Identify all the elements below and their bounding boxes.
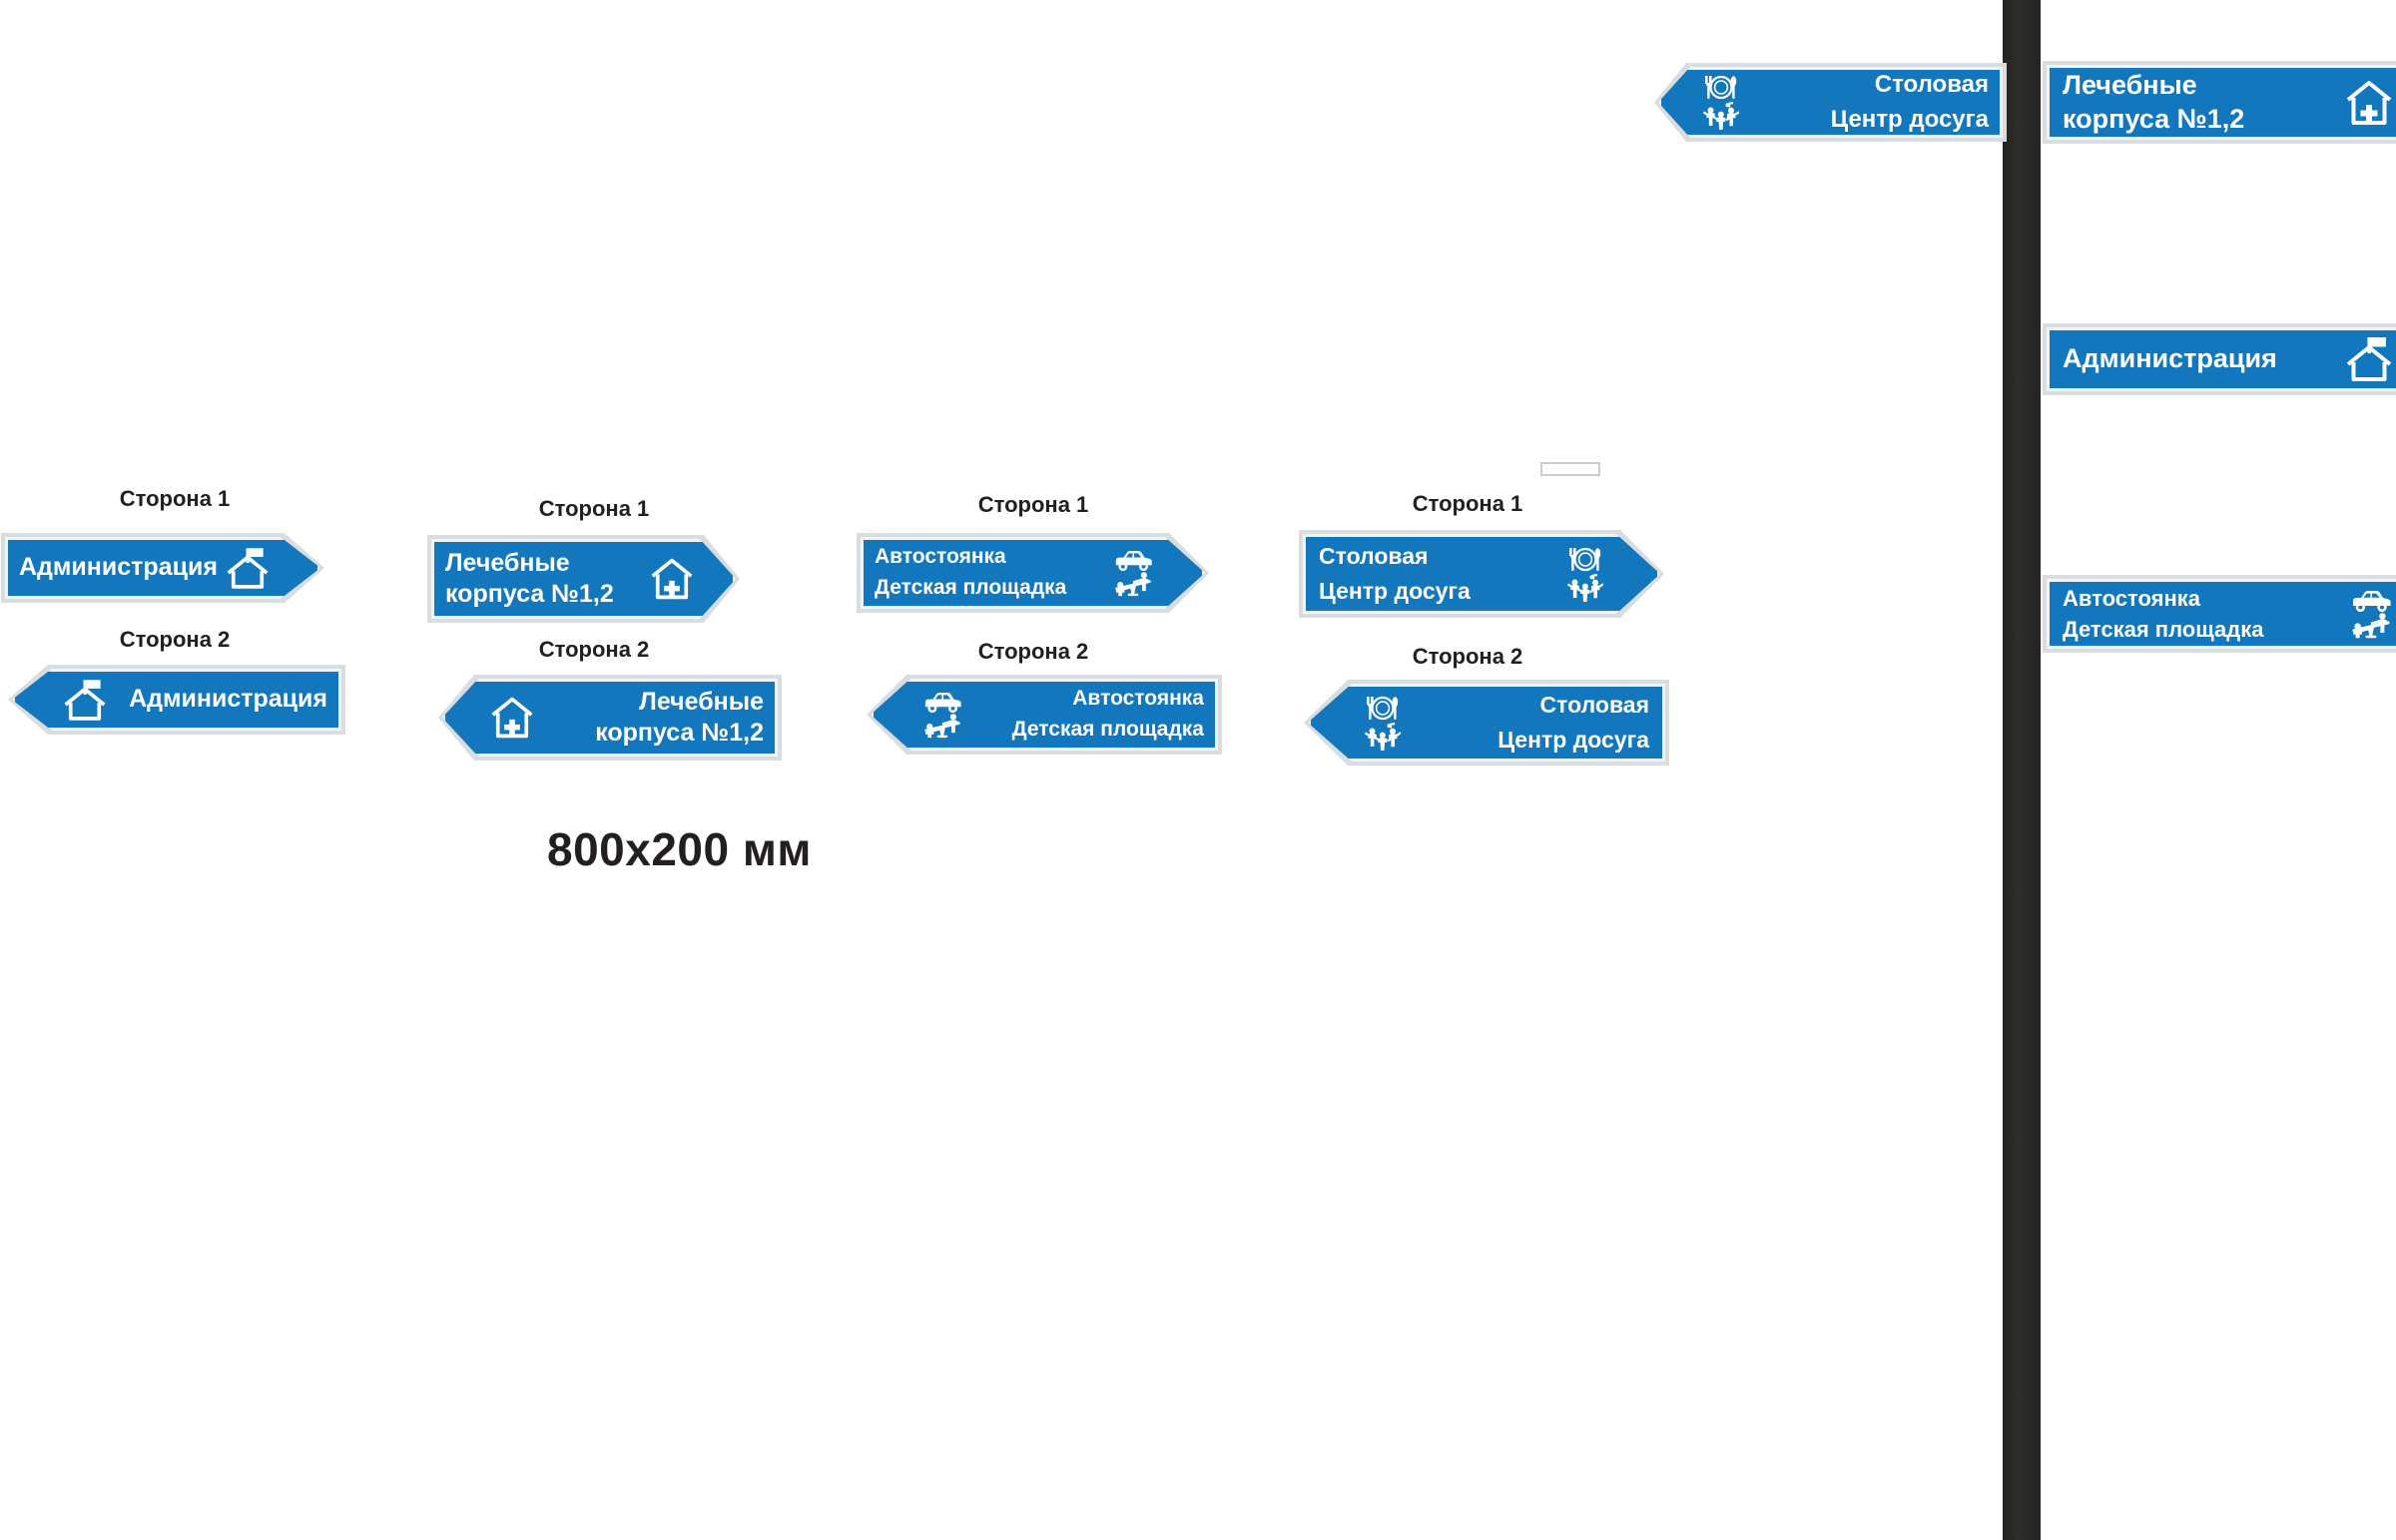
- house-with-flag-icon: [225, 546, 271, 591]
- sign-label-group: Столовая Центр досуга: [1319, 543, 1562, 605]
- car-icon: [1112, 549, 1154, 572]
- caption-side1-medical: Сторона 1: [538, 496, 650, 521]
- group-canteen-side2-sign[interactable]: Столовая Центр досуга: [1304, 680, 1669, 766]
- seesaw-playground-icon: [921, 714, 963, 739]
- sign-line: Администрация: [129, 685, 327, 714]
- sign-icon-group: [1562, 547, 1608, 602]
- dancing-people-music-icon: [1703, 102, 1739, 130]
- group-parking-side1-sign[interactable]: Автостоянка Детская площадка: [861, 537, 1205, 609]
- sign-plate: [442, 679, 778, 757]
- sign-label-group: Администрация: [2063, 343, 2342, 375]
- sign-line: Администрация: [2063, 343, 2277, 374]
- dimension-note: 800x200 мм: [547, 823, 812, 875]
- sign-icon-group: [2346, 589, 2396, 639]
- sign-line: корпуса №1,2: [595, 719, 764, 747]
- dancing-people-music-icon: [1365, 722, 1401, 751]
- sign-icon-group: [488, 695, 536, 741]
- pole-sign-canteen[interactable]: Столовая Центр досуга: [1654, 63, 2007, 142]
- sign-plate: [2047, 327, 2396, 391]
- sign-icon-group: [223, 546, 273, 591]
- group-medical-side1-sign[interactable]: Лечебные корпуса №1,2: [431, 539, 736, 619]
- sign-plate: [12, 669, 341, 731]
- fork-plate-spoon-icon: [1704, 75, 1738, 101]
- sign-line: Автостоянка: [1072, 687, 1204, 711]
- caption-side2-parking: Сторона 2: [977, 639, 1089, 664]
- sign-line: Автостоянка: [2063, 585, 2200, 611]
- caption-side2-medical: Сторона 2: [538, 637, 650, 662]
- house-with-cross-icon: [2344, 79, 2394, 127]
- sign-icon-group: [2342, 335, 2396, 383]
- seesaw-playground-icon: [1112, 572, 1154, 597]
- sign-line: Автостоянка: [875, 545, 1006, 569]
- sign-icon-group: [1698, 75, 1744, 130]
- pole-sign-medical[interactable]: Лечебные корпуса №1,2: [2047, 65, 2396, 140]
- sign-line: Центр досуга: [1830, 105, 1989, 133]
- sign-label-group: Лечебные корпуса №1,2: [445, 549, 648, 610]
- sign-plate: [5, 537, 320, 599]
- group-administration-side1-sign[interactable]: Администрация: [5, 537, 320, 599]
- sign-label-group: Администрация: [110, 685, 327, 715]
- dancing-people-music-icon: [1567, 573, 1603, 602]
- sign-line: Центр досуга: [1498, 727, 1649, 753]
- sign-label-group: Столовая Центр досуга: [1406, 692, 1649, 754]
- caption-side2-canteen: Сторона 2: [1412, 644, 1523, 669]
- sign-label-group: Автостоянка Детская площадка: [875, 545, 1109, 601]
- car-icon: [921, 691, 963, 714]
- pole-sign-administration[interactable]: Администрация: [2047, 327, 2396, 391]
- sign-label-group: Лечебные корпуса №1,2: [2063, 70, 2342, 136]
- fork-plate-spoon-icon: [1366, 696, 1400, 722]
- sign-icon-group: [918, 691, 966, 739]
- sign-plate: [2047, 65, 2396, 140]
- group-canteen-side1-sign[interactable]: Столовая Центр досуга: [1303, 534, 1660, 614]
- sign-line: Столовая: [1319, 542, 1429, 569]
- sign-line: Лечебные: [2063, 69, 2197, 100]
- sign-line: Столовая: [1539, 691, 1649, 718]
- sign-line: Детская площадка: [875, 576, 1067, 599]
- sign-label-group: Автостоянка Детская площадка: [966, 687, 1204, 743]
- mounting-pole: [2003, 0, 2041, 1540]
- sign-line: корпуса №1,2: [445, 580, 614, 608]
- empty-placeholder-box: [1540, 462, 1600, 476]
- sign-label-group: Автостоянка Детская площадка: [2063, 586, 2346, 643]
- sign-plate: [1303, 534, 1660, 614]
- seesaw-playground-icon: [2349, 613, 2393, 639]
- sign-icon-group: [1360, 696, 1406, 751]
- car-icon: [2349, 589, 2393, 613]
- group-administration-side2-sign[interactable]: Администрация: [8, 665, 345, 735]
- caption-side1-administration: Сторона 1: [119, 486, 231, 511]
- sign-line: Центр досуга: [1319, 578, 1471, 604]
- sign-icon-group: [648, 556, 696, 602]
- house-with-cross-icon: [649, 556, 695, 602]
- sign-line: Детская площадка: [2063, 616, 2264, 642]
- caption-side1-parking: Сторона 1: [977, 492, 1089, 517]
- sign-icon-group: [1109, 549, 1157, 597]
- house-with-flag-icon: [2344, 335, 2394, 383]
- sign-line: Лечебные: [445, 548, 570, 577]
- caption-side2-administration: Сторона 2: [119, 627, 231, 652]
- sign-line: корпуса №1,2: [2063, 103, 2245, 134]
- sign-label-group: Столовая Центр досуга: [1744, 71, 1989, 134]
- group-parking-side2-sign[interactable]: Автостоянка Детская площадка: [867, 675, 1222, 755]
- sign-plate: [871, 679, 1218, 751]
- sign-line: Администрация: [19, 553, 218, 582]
- fork-plate-spoon-icon: [1568, 547, 1602, 573]
- sign-plate: [861, 537, 1205, 609]
- sign-line: Детская площадка: [1011, 718, 1204, 741]
- sign-label-group: Администрация: [19, 553, 223, 583]
- sign-label-group: Лечебные корпуса №1,2: [536, 688, 764, 749]
- sign-line: Лечебные: [639, 687, 764, 716]
- sign-line: Столовая: [1874, 71, 1989, 99]
- group-medical-side2-sign[interactable]: Лечебные корпуса №1,2: [438, 675, 782, 761]
- caption-side1-canteen: Сторона 1: [1412, 491, 1523, 516]
- pole-sign-parking[interactable]: Автостоянка Детская площадка: [2047, 579, 2396, 649]
- house-with-flag-icon: [62, 678, 108, 723]
- sign-icon-group: [60, 678, 110, 723]
- sign-plate: [2047, 579, 2396, 649]
- house-with-cross-icon: [489, 695, 535, 741]
- sign-icon-group: [2342, 79, 2396, 127]
